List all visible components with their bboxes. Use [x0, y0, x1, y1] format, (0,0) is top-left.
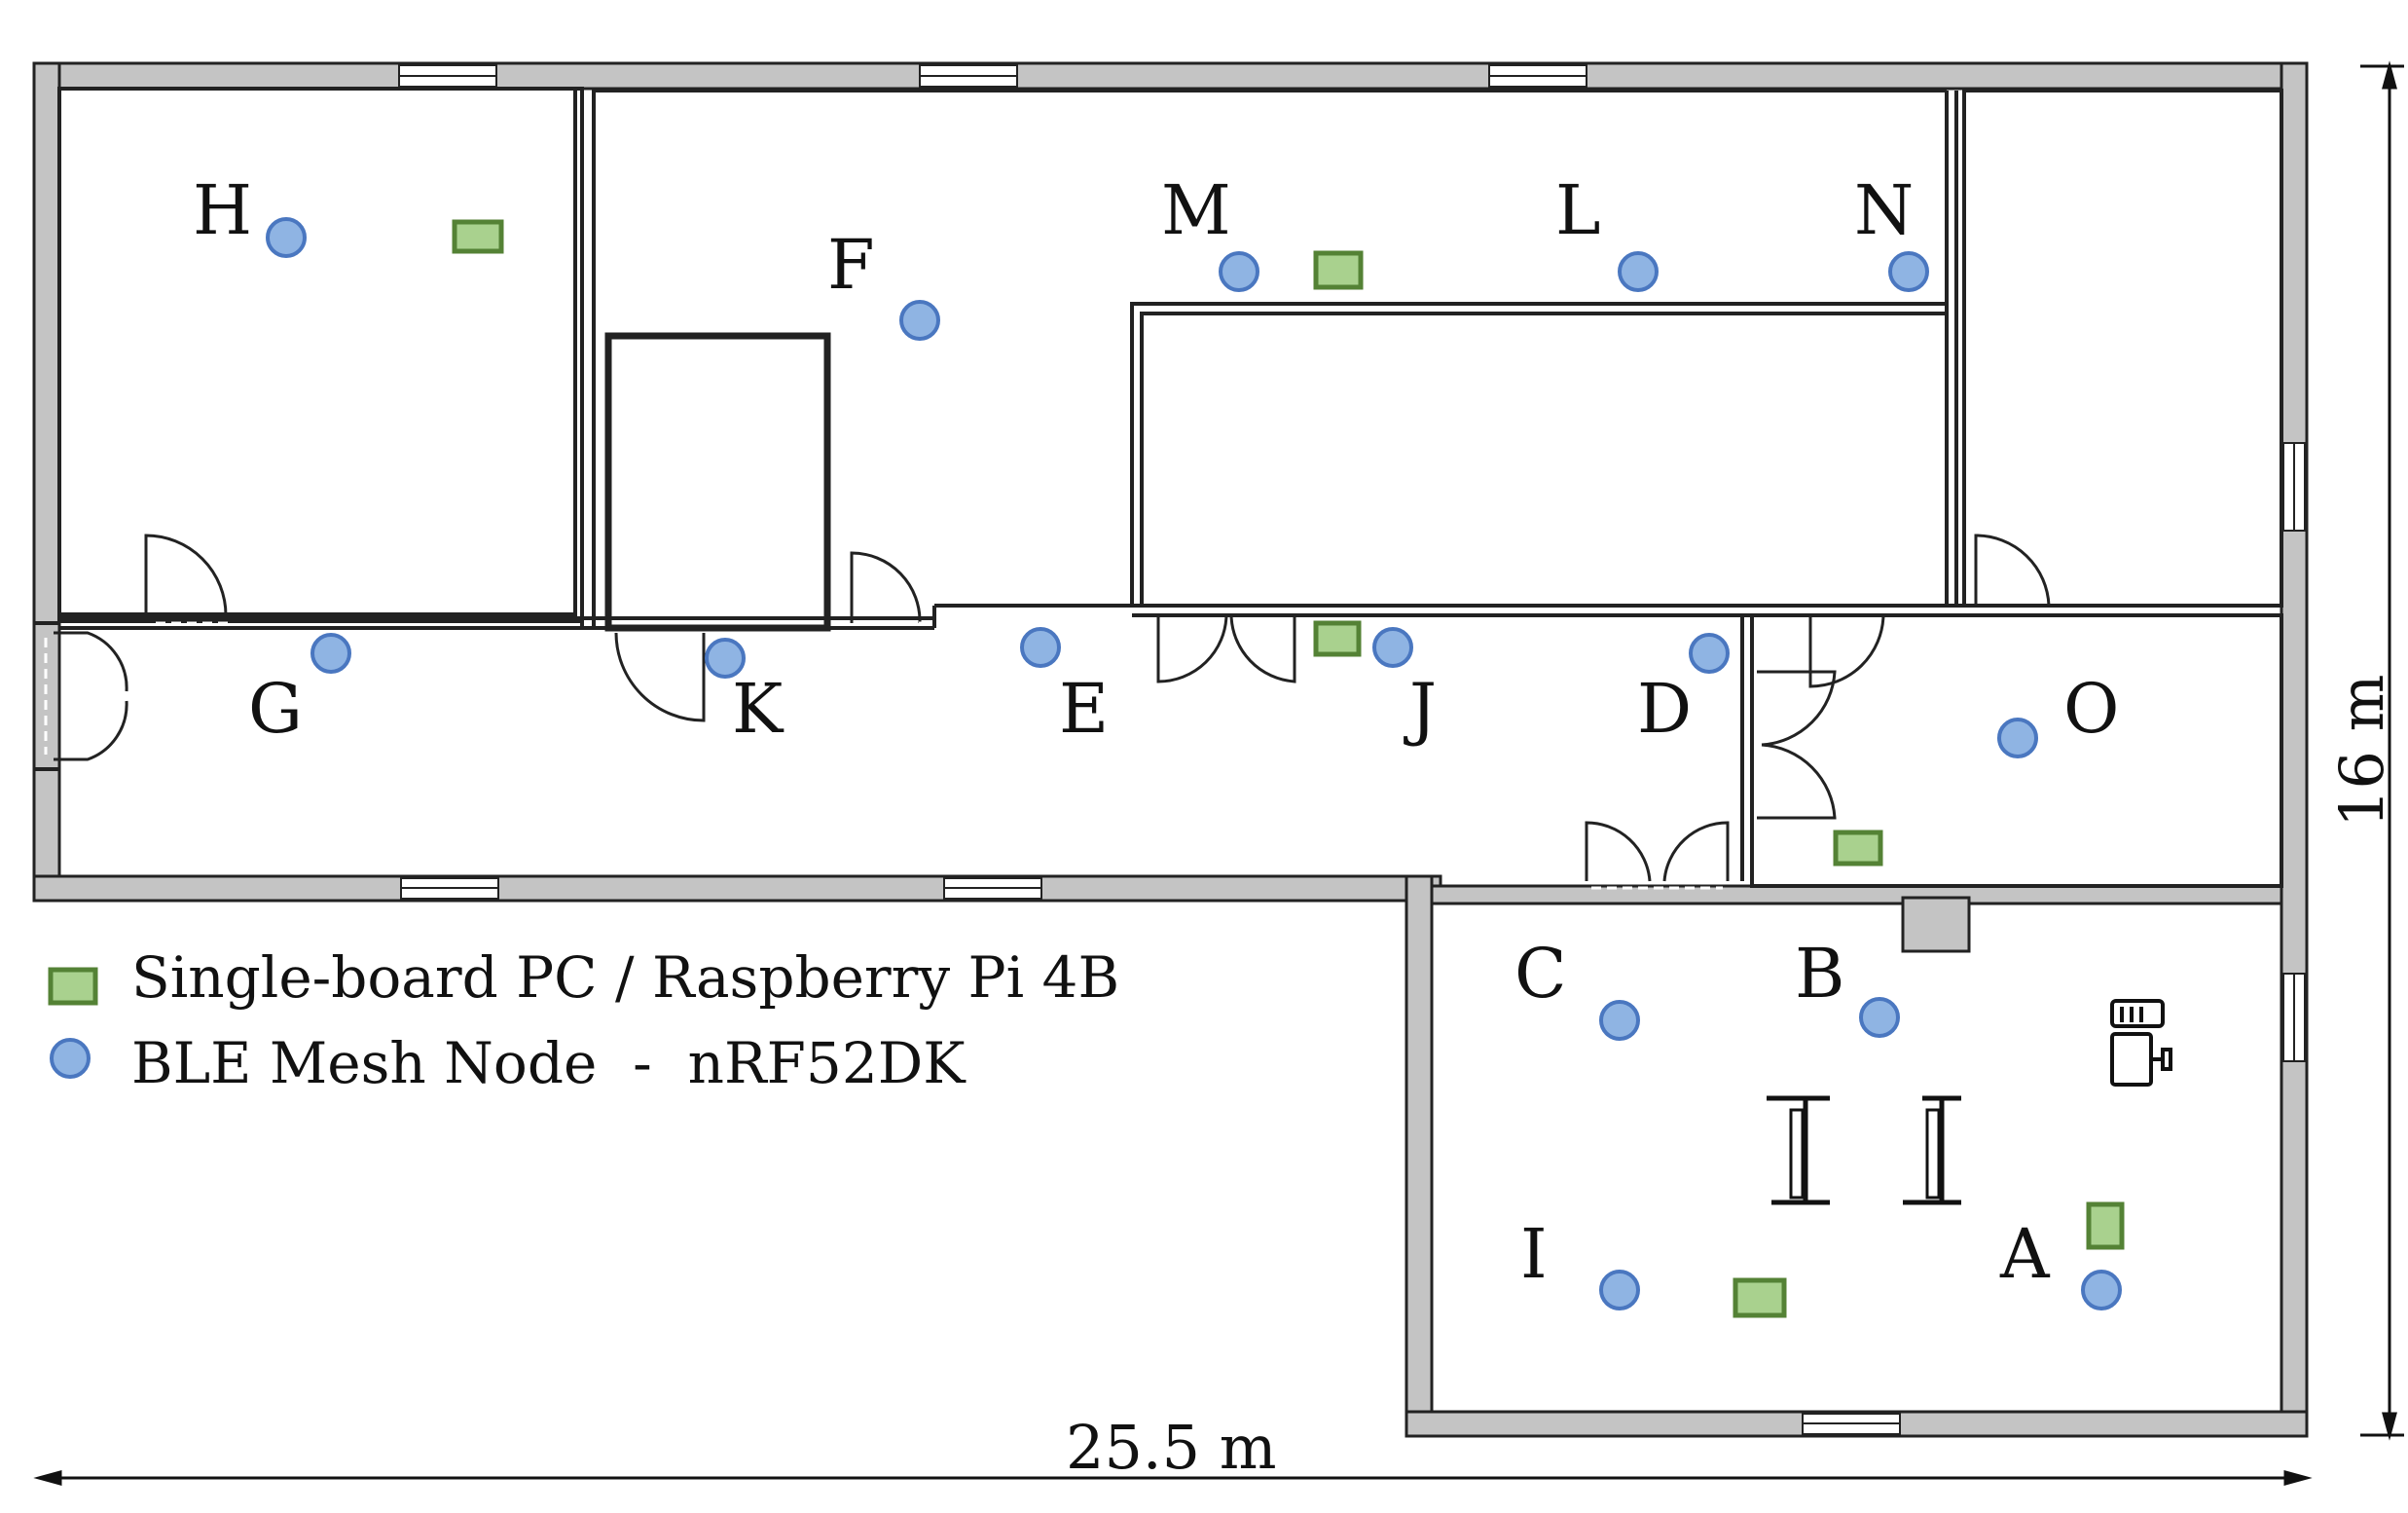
thresholds: [44, 609, 2049, 890]
label-C: C: [1514, 934, 1567, 1014]
label-L: L: [1555, 170, 1600, 250]
node-circle-icon: [1618, 251, 1659, 292]
node-circle-icon: [705, 638, 746, 679]
printer-icon: [2110, 999, 2172, 1087]
sbc-rect-icon: [2086, 1201, 2125, 1250]
label-A: A: [1999, 1214, 2051, 1294]
door-swing-icon: [850, 551, 922, 624]
sbc-rect-icon: [452, 219, 504, 254]
sbc-rect-icon: [1313, 250, 1364, 290]
doors: [54, 534, 2051, 882]
windows: [398, 64, 2306, 1435]
label-H: H: [193, 170, 252, 250]
node-circle-icon: [1020, 627, 1061, 668]
interior-walls: [34, 87, 2283, 888]
label-M: M: [1161, 170, 1231, 250]
door-swing-icon: [614, 632, 706, 722]
door-swing-icon: [1662, 821, 1730, 882]
desk-right: [1903, 1095, 1961, 1205]
node-circle-icon: [1219, 251, 1259, 292]
furniture: [1767, 999, 2172, 1205]
door-swing-icon: [1974, 534, 2051, 607]
desk-left: [1767, 1095, 1830, 1205]
node-circle-icon: [1689, 633, 1730, 674]
label-N: N: [1854, 170, 1914, 250]
node-circle-icon: [310, 633, 351, 674]
legend: Single-board PC / Raspberry Pi 4B BLE Me…: [48, 944, 1119, 1096]
door-swing-icon: [1585, 821, 1652, 882]
door-swing-icon: [54, 700, 128, 761]
door-swing-icon: [54, 631, 128, 692]
dimension-height: [2360, 60, 2404, 1441]
ble-nodes: [266, 217, 2122, 1310]
label-F: F: [827, 225, 875, 305]
height-label: 16 m: [2326, 675, 2397, 828]
door-swing-icon: [1229, 614, 1296, 683]
label-B: B: [1795, 934, 1844, 1014]
node-circle-icon: [1888, 251, 1929, 292]
sbc-rect-icon: [48, 967, 98, 1006]
node-circle-icon: [1372, 627, 1413, 668]
sbc-rect-icon: [1833, 830, 1883, 867]
label-D: D: [1637, 669, 1692, 749]
node-circle-icon: [266, 217, 307, 258]
door-swing-icon: [1757, 743, 1837, 820]
door-swing-icon: [1156, 614, 1228, 683]
label-J: J: [1404, 669, 1437, 749]
node-circle-icon: [1599, 1270, 1640, 1310]
label-E: E: [1059, 669, 1109, 749]
legend-sbc-label: Single-board PC / Raspberry Pi 4B: [131, 944, 1119, 1011]
label-G: G: [248, 669, 303, 749]
label-K: K: [732, 669, 784, 749]
node-circle-icon: [2081, 1270, 2122, 1310]
label-I: I: [1520, 1214, 1548, 1294]
node-circle-icon: [1997, 718, 2038, 758]
node-circle-icon: [899, 300, 940, 341]
label-O: O: [2063, 669, 2119, 749]
legend-node-label: BLE Mesh Node - nRF52DK: [131, 1030, 967, 1096]
sbc-rect-icon: [1733, 1277, 1787, 1318]
node-circle-icon: [1859, 997, 1900, 1038]
node-labels: H F M L N G K E J D O C B I A: [193, 170, 2119, 1294]
node-circle-icon: [1599, 1000, 1640, 1041]
sbc-devices: [452, 219, 2125, 1318]
door-swing-icon: [1808, 614, 1885, 688]
node-circle-icon: [50, 1038, 91, 1079]
width-label: 25.5 m: [1066, 1412, 1277, 1483]
door-swing-icon: [144, 534, 228, 616]
dimension-width: [33, 1470, 2313, 1486]
door-swing-icon: [1757, 670, 1837, 747]
sbc-rect-icon: [1313, 620, 1362, 657]
